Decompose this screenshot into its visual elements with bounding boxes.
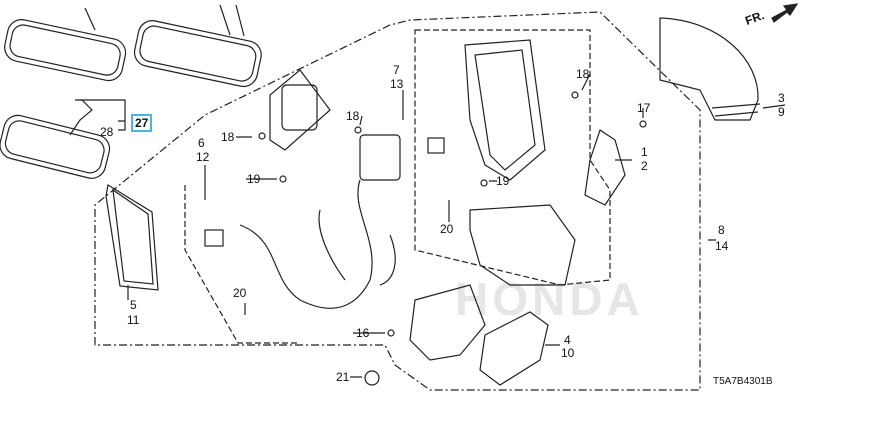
callout-11[interactable]: 11 [127, 313, 140, 327]
callout-5[interactable]: 5 [130, 298, 137, 312]
callout-19[interactable]: 19 [496, 174, 510, 188]
callout-4[interactable]: 4 [564, 333, 571, 347]
mirror-base [409, 284, 486, 361]
rearview-mirror-2 [133, 20, 262, 88]
power-unit [359, 134, 401, 181]
connector [204, 229, 224, 247]
callout-27-highlighted[interactable]: 27 [131, 114, 153, 132]
callout-12[interactable]: 12 [196, 150, 210, 164]
mirror-housing [464, 39, 546, 181]
callout-20[interactable]: 20 [233, 286, 247, 300]
callout-18[interactable]: 18 [221, 130, 235, 144]
callout-6[interactable]: 6 [198, 136, 205, 150]
callout-14[interactable]: 14 [715, 239, 729, 253]
front-arrow [771, 3, 799, 23]
callout-10[interactable]: 10 [561, 346, 575, 360]
mirror-stem-2 [219, 4, 245, 37]
callout-2[interactable]: 2 [641, 159, 648, 173]
rearview-mirror-1 [4, 19, 127, 82]
callout-3[interactable]: 3 [778, 91, 785, 105]
lower-cover [469, 204, 576, 286]
garnish [479, 311, 549, 386]
diagram-code: T5A7B4301B [713, 376, 773, 387]
honda-watermark: HONDA [455, 273, 644, 325]
callout-18[interactable]: 18 [346, 109, 360, 123]
callout-9[interactable]: 9 [778, 105, 785, 119]
callout-16[interactable]: 16 [356, 326, 370, 340]
callout-28[interactable]: 28 [100, 125, 114, 139]
wire-harness [239, 179, 373, 309]
mirror-cover [659, 17, 759, 121]
rearview-mirror-3 [0, 114, 111, 179]
callout-17[interactable]: 17 [637, 101, 651, 115]
connector-2 [427, 137, 445, 154]
callout-18[interactable]: 18 [576, 67, 590, 81]
callout-20[interactable]: 20 [440, 222, 454, 236]
mirror-mount [69, 99, 93, 136]
callout-8[interactable]: 8 [718, 223, 725, 237]
mirror-stem-1 [84, 7, 96, 31]
callout-1[interactable]: 1 [641, 145, 648, 159]
callout-21[interactable]: 21 [336, 370, 350, 384]
assembly-outline [94, 11, 701, 391]
mirror-glass [105, 184, 159, 291]
turn-signal [584, 129, 626, 206]
mirror-actuator [281, 84, 318, 131]
callout-13[interactable]: 13 [390, 77, 404, 91]
callout-7[interactable]: 7 [393, 63, 400, 77]
callout-19[interactable]: 19 [247, 172, 261, 186]
nut-21 [364, 370, 380, 386]
